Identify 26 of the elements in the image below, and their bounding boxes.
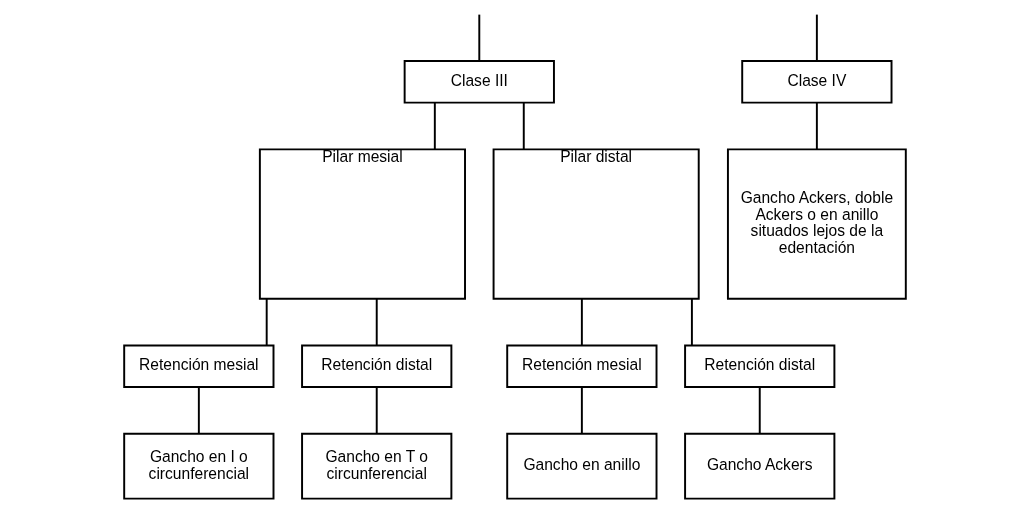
node-box: Pilar mesial [258,148,466,300]
connector [197,386,200,435]
node-box: Pilar distal [492,148,700,300]
connector [815,101,818,151]
connector [375,297,378,347]
connector [580,386,583,435]
node-box: Gancho Ackers, doble Ackers o en anillo situados lejos de la edentación [726,148,907,300]
connector [433,101,436,151]
connector [580,297,583,347]
connector [690,297,693,347]
node-box: Retención distal [683,344,835,388]
node-box: Retención distal [300,344,452,388]
connector [522,101,525,151]
connector [815,13,818,62]
connector [758,386,761,435]
node-box: Clase IV [740,60,892,104]
connector [265,297,268,347]
node-box: Gancho en I o circunferencial [122,432,274,500]
connector [477,13,480,62]
node-box: Gancho en anillo [505,432,657,500]
node-box: Retención mesial [505,344,657,388]
connector [375,386,378,435]
node-box: Clase III [403,60,555,104]
node-box: Retención mesial [122,344,274,388]
node-box: Gancho en T o circunferencial [300,432,452,500]
node-box: Gancho Ackers [683,432,835,500]
